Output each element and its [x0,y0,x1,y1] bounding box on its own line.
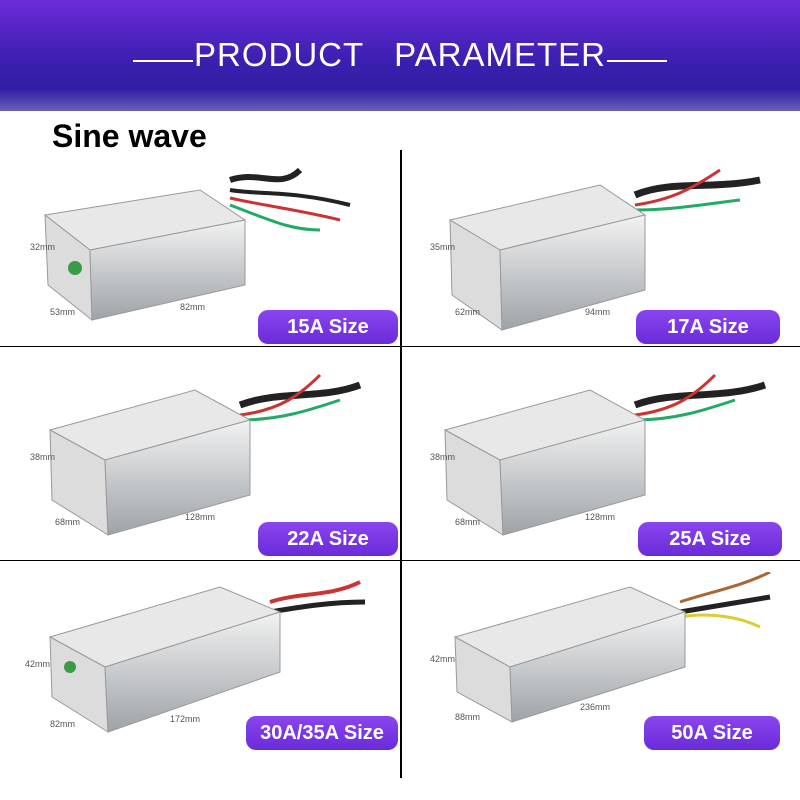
grid-divider-vertical [400,150,402,778]
dim-width: 68mm [455,517,480,527]
dim-height: 38mm [430,452,455,462]
banner-line-right [607,60,667,62]
dim-width: 68mm [55,517,80,527]
size-label: 22A Size [258,522,398,556]
size-label: 50A Size [644,716,780,750]
dim-height: 42mm [25,659,50,669]
dim-width: 82mm [50,719,75,729]
dim-height: 35mm [430,242,455,252]
product-cell-25a: 38mm 68mm 128mm 25A Size [420,360,800,560]
product-cell-17a: 35mm 62mm 94mm 17A Size [420,150,800,346]
banner-line-left [133,60,193,62]
size-label: 30A/35A Size [246,716,398,750]
dim-length: 172mm [170,714,200,724]
dim-width: 53mm [50,307,75,317]
header-banner: PRODUCT PARAMETER [0,0,800,111]
dim-height: 42mm [430,654,455,664]
dim-width: 62mm [455,307,480,317]
grid-divider-row-2 [0,560,800,561]
subtitle: Sine wave [52,118,207,154]
size-label: 17A Size [636,310,780,344]
banner-glow [0,89,800,111]
dim-width: 88mm [455,712,480,722]
dim-height: 38mm [30,452,55,462]
controller-box-icon: 42mm 82mm 172mm [25,580,366,733]
controller-box-icon: 38mm 68mm 128mm [430,373,767,536]
controller-box-icon: 42mm 88mm 236mm [430,570,771,723]
product-cell-15a: 32mm 53mm 82mm 15A Size [20,150,400,346]
controller-box-icon: 38mm 68mm 128mm [30,373,362,536]
controller-box-icon: 35mm 62mm 94mm [430,168,761,331]
controller-box-icon: 32mm 53mm 82mm [30,167,351,322]
dim-length: 236mm [580,702,610,712]
product-cell-22a: 38mm 68mm 128mm 22A Size [20,360,400,560]
dim-length: 128mm [185,512,215,522]
grid-divider-row-1 [0,346,800,347]
product-cell-50a: 42mm 88mm 236mm 50A Size [420,570,800,778]
size-label: 25A Size [638,522,782,556]
page-title: PRODUCT PARAMETER [194,36,606,73]
product-cell-30a-35a: 42mm 82mm 172mm 30A/35A Size [20,572,400,778]
dim-length: 128mm [585,512,615,522]
size-label: 15A Size [258,310,398,344]
dim-height: 32mm [30,242,55,252]
dim-length: 94mm [585,307,610,317]
dim-length: 82mm [180,302,205,312]
